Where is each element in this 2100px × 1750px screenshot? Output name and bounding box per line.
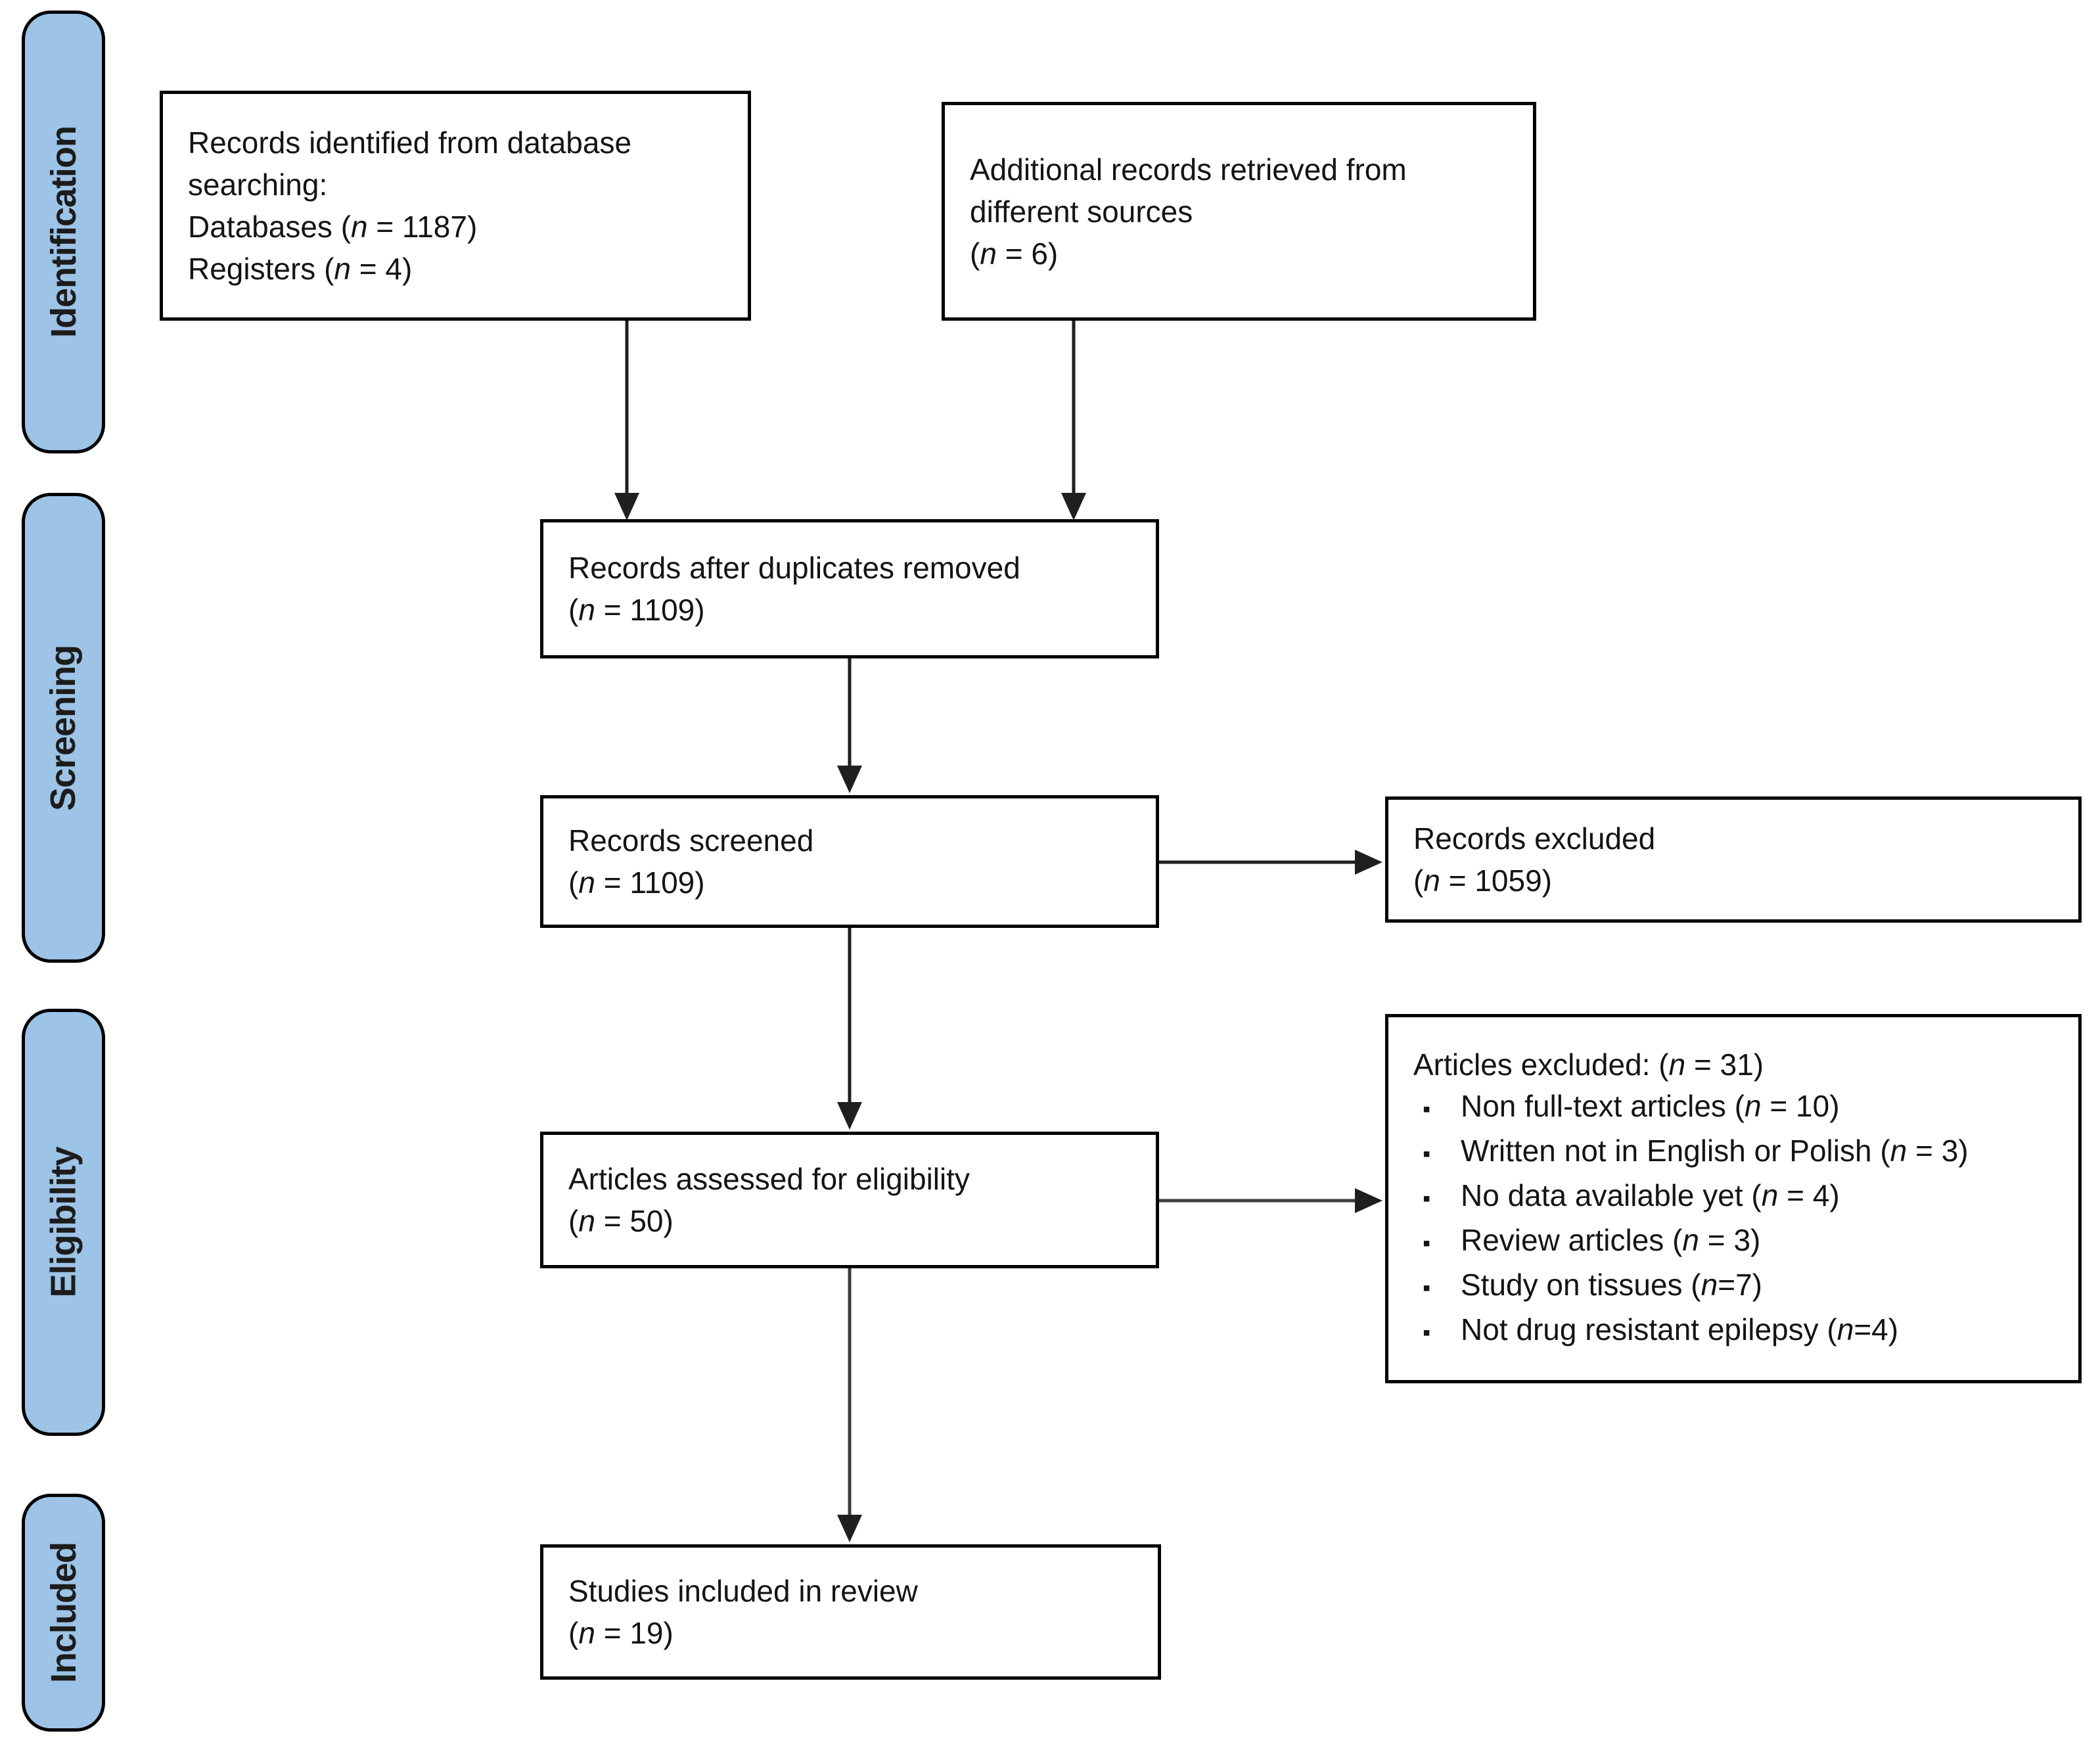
arrowhead-down-icon (837, 1515, 862, 1542)
stage-label-identification: Identification (22, 11, 105, 453)
arrowhead-right-icon (1355, 1188, 1382, 1213)
box-studies-included: Studies included in review (n = 19) (540, 1544, 1161, 1680)
text-line: (n = 6) (970, 236, 1059, 271)
stage-label-eligibility: Eligibility (22, 1009, 105, 1436)
bullet-text: No data available yet (n = 4) (1461, 1178, 1840, 1212)
stage-label-text: Screening (43, 645, 83, 811)
bullet-text: Study on tissues (n=7) (1461, 1267, 1762, 1302)
bullet-item: ▪ Review articles (n = 3) (1413, 1220, 2068, 1264)
bullet-icon: ▪ (1423, 1186, 1431, 1211)
bullet-text: Written not in English or Polish (n = 3) (1461, 1133, 1969, 1168)
arrowhead-down-icon (837, 766, 862, 793)
bullet-icon: ▪ (1423, 1096, 1431, 1122)
text-line: Databases (n = 1187) (188, 210, 478, 244)
box-additional-records: Additional records retrieved from differe… (942, 102, 1536, 321)
bullet-text: Non full-text articles (n = 10) (1461, 1088, 1840, 1123)
bullet-item: ▪ Study on tissues (n=7) (1413, 1264, 2068, 1309)
text-line: Records after duplicates removed (568, 551, 1020, 585)
box-records-identified: Records identified from database searchin… (160, 91, 751, 321)
text-line: (n = 1109) (568, 593, 705, 627)
arrowhead-down-icon (614, 493, 639, 520)
box-records-screened: Records screened (n = 1109) (540, 795, 1159, 928)
bullet-icon: ▪ (1423, 1275, 1431, 1301)
bullet-icon: ▪ (1423, 1141, 1431, 1166)
bullet-item: ▪ Written not in English or Polish (n = 3… (1413, 1130, 2068, 1175)
stage-label-included: Included (22, 1494, 105, 1732)
stage-label-text: Included (43, 1542, 83, 1684)
text-line: searching: (188, 168, 328, 202)
articles-excluded-heading: Articles excluded: (n = 31) (1413, 1047, 1764, 1082)
box-articles-assessed: Articles assessed for eligibility (n = 50… (540, 1132, 1159, 1268)
text-line: (n = 1059) (1413, 863, 1552, 898)
text-line: Registers (n = 4) (188, 252, 413, 286)
arrow-assessed-to-included (837, 1268, 862, 1542)
text-line: (n = 50) (568, 1204, 673, 1238)
text-line: Articles assessed for eligibility (568, 1162, 970, 1196)
text-line: Records excluded (1413, 821, 1656, 856)
arrow-screened-to-excluded (1159, 850, 1382, 875)
text-line: (n = 19) (568, 1616, 673, 1650)
arrowhead-right-icon (1355, 850, 1382, 875)
text-line: Records identified from database (188, 126, 632, 160)
stage-label-text: Eligibility (43, 1147, 83, 1298)
box-articles-excluded: Articles excluded: (n = 31) ▪ Non full-te… (1385, 1014, 2082, 1383)
arrow-additional-to-duplicates (1061, 321, 1086, 520)
text-line: Records screened (568, 823, 814, 858)
box-records-excluded: Records excluded (n = 1059) (1385, 796, 2082, 923)
bullet-item: ▪ No data available yet (n = 4) (1413, 1175, 2068, 1220)
bullet-text: Not drug resistant epilepsy (n=4) (1461, 1312, 1899, 1347)
arrow-screened-to-assessed (837, 928, 862, 1130)
bullet-item: ▪ Non full-text articles (n = 10) (1413, 1086, 2068, 1130)
arrow-identified-to-duplicates (614, 321, 639, 520)
bullet-text: Review articles (n = 3) (1461, 1222, 1761, 1257)
bullet-icon: ▪ (1423, 1230, 1431, 1256)
bullet-item: ▪ Not drug resistant epilepsy (n=4) (1413, 1309, 2068, 1354)
text-line: (n = 1109) (568, 865, 705, 900)
arrow-duplicates-to-screened (837, 658, 862, 793)
arrowhead-down-icon (1061, 493, 1086, 520)
text-line: Additional records retrieved from (970, 152, 1407, 187)
text-line: Studies included in review (568, 1574, 918, 1608)
bullet-icon: ▪ (1423, 1320, 1431, 1345)
stage-label-text: Identification (43, 126, 83, 338)
arrow-assessed-to-articles-excluded (1159, 1188, 1382, 1213)
stage-label-screening: Screening (22, 493, 105, 963)
text-line: different sources (970, 194, 1193, 229)
arrowhead-down-icon (837, 1102, 862, 1130)
articles-excluded-bullet-list: ▪ Non full-text articles (n = 10) ▪ Written… (1413, 1086, 2068, 1354)
box-duplicates-removed: Records after duplicates removed (n = 110… (540, 519, 1159, 658)
